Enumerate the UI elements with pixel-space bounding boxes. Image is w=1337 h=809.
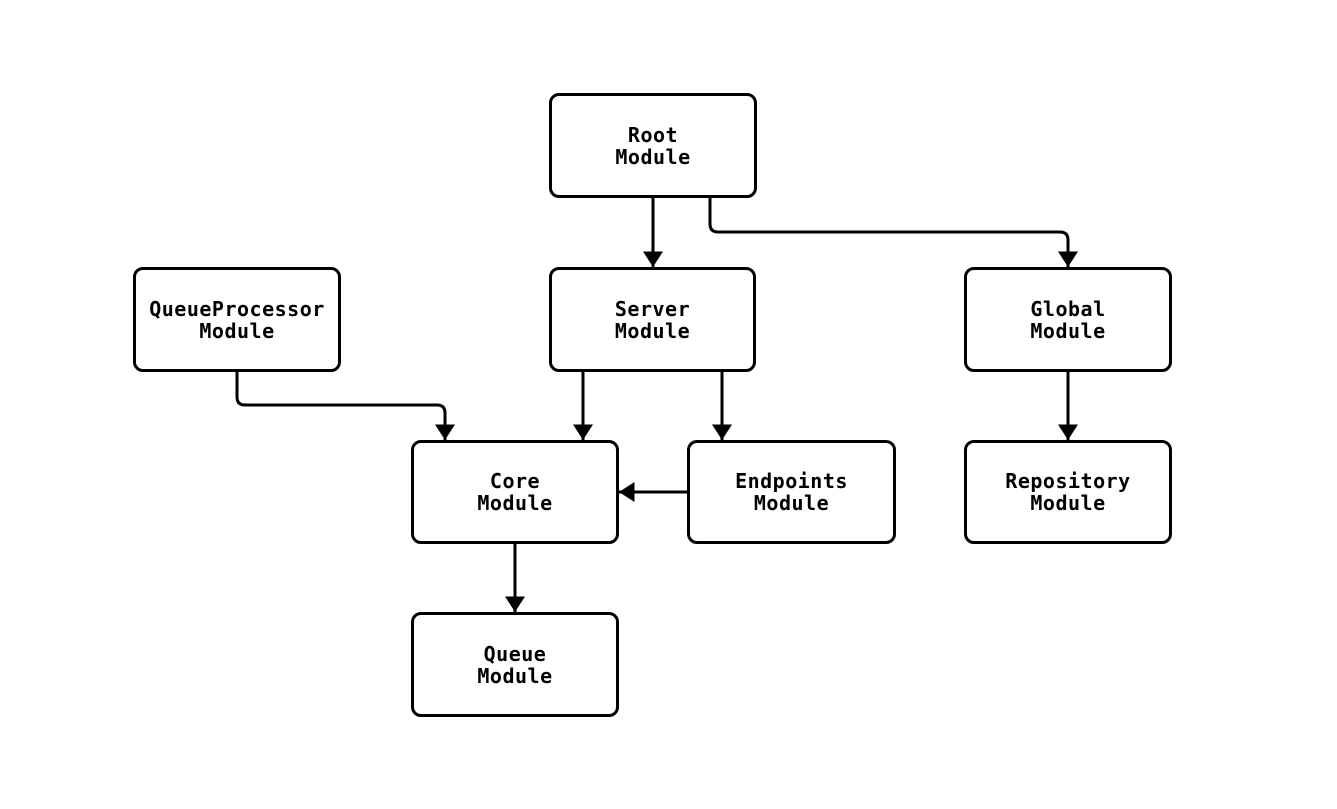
node-repository-module: Repository Module xyxy=(964,440,1172,544)
node-root-module: Root Module xyxy=(549,93,757,198)
edge-root-module-to-global-module xyxy=(708,198,1078,267)
node-queue-module: Queue Module xyxy=(411,612,619,717)
edge-group xyxy=(235,198,1078,612)
node-queueprocessor-module: QueueProcessor Module xyxy=(133,267,341,372)
node-endpoints-module: Endpoints Module xyxy=(687,440,896,544)
node-core-module: Core Module xyxy=(411,440,619,544)
node-server-module: Server Module xyxy=(549,267,756,372)
node-global-module: Global Module xyxy=(964,267,1172,372)
edge-queueprocessor-module-to-core-module xyxy=(235,372,455,440)
